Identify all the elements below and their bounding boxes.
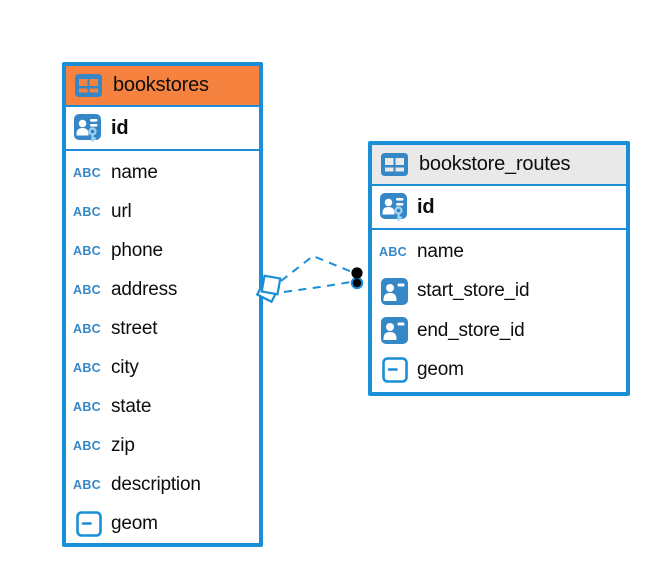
column-row-description[interactable]: ABC description — [66, 465, 259, 504]
svg-text:ABC: ABC — [379, 245, 407, 259]
person-card-icon — [379, 317, 410, 345]
table-grid-icon — [379, 153, 410, 176]
table-bookstore-routes-header[interactable]: bookstore_routes — [372, 145, 626, 186]
person-card-icon — [379, 277, 410, 305]
abc-icon: ABC — [73, 399, 104, 414]
column-label: end_store_id — [417, 319, 525, 341]
pk-row-bookstores-id[interactable]: id — [66, 107, 259, 151]
column-label: name — [417, 240, 464, 262]
table-title: bookstores — [113, 74, 209, 96]
pk-row-routes-id[interactable]: id — [372, 186, 626, 230]
column-label: name — [111, 161, 158, 183]
column-label: phone — [111, 239, 163, 261]
column-row-zip[interactable]: ABC zip — [66, 426, 259, 465]
table-bookstore-routes[interactable]: bookstore_routes id — [368, 141, 630, 396]
svg-text:ABC: ABC — [73, 166, 101, 180]
svg-text:ABC: ABC — [73, 439, 101, 453]
relationship-line-upper[interactable] — [280, 254, 353, 282]
column-row-address[interactable]: ABC address — [66, 270, 259, 309]
column-list-routes: ABC name start_store_id — [372, 230, 626, 392]
abc-icon: ABC — [73, 165, 104, 180]
column-row-street[interactable]: ABC street — [66, 309, 259, 348]
svg-text:ABC: ABC — [73, 283, 101, 297]
column-row-name[interactable]: ABC name — [66, 153, 259, 192]
relationship-line-lower[interactable] — [283, 281, 352, 293]
column-label: street — [111, 317, 158, 339]
svg-text:ABC: ABC — [73, 205, 101, 219]
abc-icon: ABC — [379, 244, 410, 259]
column-label: state — [111, 395, 152, 417]
column-list-bookstores: ABC name ABC url ABC phone ABC ad — [66, 151, 259, 545]
abc-icon: ABC — [73, 477, 104, 492]
person-key-icon — [378, 192, 409, 222]
column-label: url — [111, 200, 132, 222]
abc-icon: ABC — [73, 360, 104, 375]
column-row-start-store-id[interactable]: start_store_id — [372, 271, 626, 311]
column-row-url[interactable]: ABC url — [66, 192, 259, 231]
column-row-end-store-id[interactable]: end_store_id — [372, 311, 626, 351]
column-row-name[interactable]: ABC name — [372, 232, 626, 272]
table-bookstores-header[interactable]: bookstores — [66, 66, 259, 107]
column-row-phone[interactable]: ABC phone — [66, 231, 259, 270]
pk-label: id — [417, 195, 435, 218]
abc-icon: ABC — [73, 282, 104, 297]
abc-icon: ABC — [73, 438, 104, 453]
svg-text:ABC: ABC — [73, 400, 101, 414]
svg-text:ABC: ABC — [73, 322, 101, 336]
svg-text:ABC: ABC — [73, 244, 101, 258]
person-key-icon — [72, 113, 103, 143]
column-row-state[interactable]: ABC state — [66, 387, 259, 426]
column-label: zip — [111, 434, 135, 456]
table-bookstores[interactable]: bookstores id — [62, 62, 263, 547]
column-row-geom[interactable]: geom — [66, 504, 259, 543]
abc-icon: ABC — [73, 204, 104, 219]
abc-icon: ABC — [73, 243, 104, 258]
table-grid-icon — [73, 74, 104, 97]
column-label: geom — [111, 512, 158, 534]
table-title: bookstore_routes — [419, 153, 571, 175]
svg-text:ABC: ABC — [73, 478, 101, 492]
pk-label: id — [111, 116, 129, 139]
one-end-dot-marker[interactable] — [350, 267, 364, 290]
rect-dash-icon — [379, 357, 410, 383]
column-label: geom — [417, 359, 464, 381]
column-label: start_store_id — [417, 280, 530, 302]
rect-dash-icon — [73, 510, 104, 537]
column-row-city[interactable]: ABC city — [66, 348, 259, 387]
abc-icon: ABC — [73, 321, 104, 336]
column-row-geom[interactable]: geom — [372, 350, 626, 390]
svg-text:ABC: ABC — [73, 361, 101, 375]
column-label: city — [111, 356, 139, 378]
column-label: address — [111, 278, 178, 300]
column-label: description — [111, 473, 201, 495]
